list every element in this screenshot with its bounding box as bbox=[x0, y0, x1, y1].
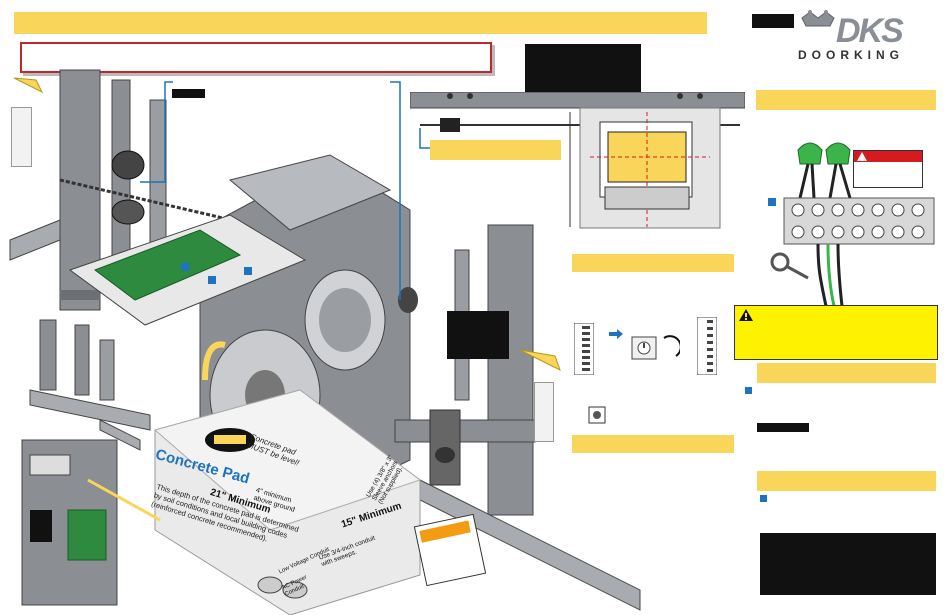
mid-section-bar-1 bbox=[430, 140, 561, 160]
board-marker-2 bbox=[208, 276, 216, 284]
blue-step-marker bbox=[768, 198, 776, 206]
danger-header bbox=[854, 151, 922, 162]
note-tag-block bbox=[757, 423, 809, 432]
overhead-rail-diagram bbox=[410, 92, 745, 229]
warning-box bbox=[734, 305, 938, 360]
mid-section-bar-3 bbox=[572, 435, 734, 453]
logo-letters: DKS bbox=[836, 12, 904, 50]
mid-section-bar-2 bbox=[572, 254, 734, 272]
top-title-bar bbox=[14, 12, 707, 34]
danger-label bbox=[853, 150, 923, 188]
blue-step-marker-3 bbox=[760, 495, 767, 502]
danger-icon bbox=[857, 152, 867, 161]
brand-tag-block bbox=[752, 14, 794, 28]
dip-switch-icon bbox=[574, 323, 594, 375]
left-device-keypad bbox=[11, 107, 32, 167]
bottom-right-black-panel bbox=[760, 533, 936, 595]
board-marker-3 bbox=[244, 267, 252, 275]
notice-banner bbox=[20, 42, 492, 73]
arrow-icon bbox=[609, 329, 623, 339]
right-section-bar-1 bbox=[756, 90, 936, 110]
push-button-icon bbox=[588, 406, 606, 424]
right-section-bar-2 bbox=[757, 363, 936, 383]
gate-operator-illustration bbox=[9, 69, 641, 615]
rotate-arrow-icon bbox=[663, 335, 680, 357]
brand-logo: DKS DOORKING bbox=[796, 10, 936, 66]
center-black-box-top bbox=[525, 44, 641, 92]
dip-switch-icon-2 bbox=[697, 317, 717, 375]
power-terminal-diagram bbox=[770, 142, 935, 307]
warning-icon bbox=[739, 309, 753, 321]
board-marker-1 bbox=[181, 263, 189, 271]
right-device-keypad bbox=[534, 382, 554, 442]
blue-step-marker-2 bbox=[745, 387, 752, 394]
logo-crown-icon bbox=[801, 10, 835, 27]
logo-wordmark: DOORKING bbox=[798, 48, 904, 62]
callout-tag bbox=[172, 89, 205, 98]
rotary-switch-icon bbox=[631, 336, 657, 360]
right-section-bar-3 bbox=[757, 471, 936, 491]
